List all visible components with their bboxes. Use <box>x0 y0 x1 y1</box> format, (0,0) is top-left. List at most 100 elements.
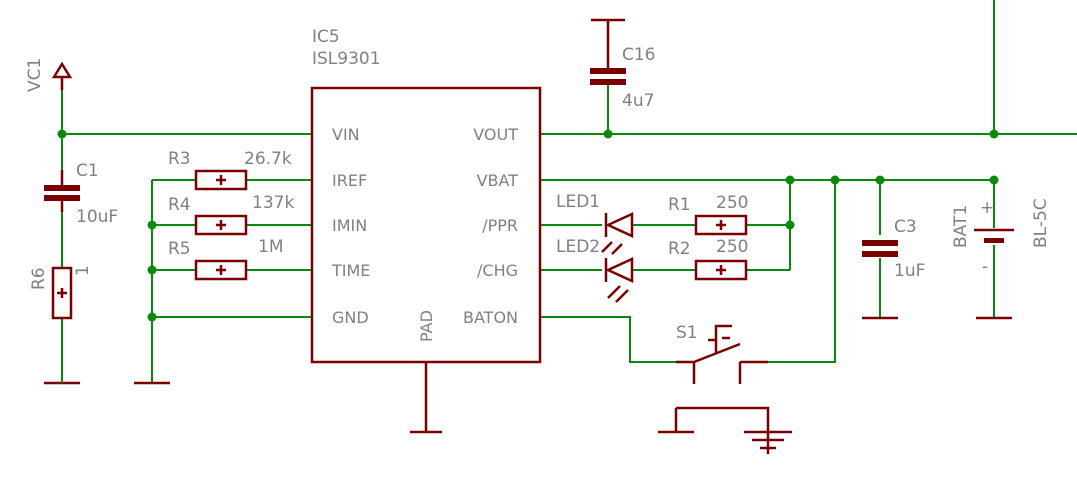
r4-body <box>194 214 248 236</box>
bat1-plus: + <box>980 198 994 218</box>
r3-body <box>194 169 248 191</box>
c1-plate-bottom <box>44 195 80 201</box>
pin-imin: IMIN <box>332 216 367 235</box>
r2-plus-mark <box>716 265 726 275</box>
pin-chg: /CHG <box>477 261 518 280</box>
supply-arrow-icon <box>51 61 73 79</box>
r6-value: 1 <box>73 265 93 276</box>
r3-value: 26.7k <box>244 149 292 169</box>
c16: C16 4u7 <box>590 18 656 111</box>
pin-vin: VIN <box>332 125 360 144</box>
pin-iref: IREF <box>332 171 367 190</box>
s1: S1 <box>658 323 792 454</box>
r4-value: 137k <box>252 193 294 213</box>
bat1: + - BAT1 BL-5C <box>951 198 1051 320</box>
pin-pad: PAD <box>417 310 436 342</box>
s1-lower-frame <box>674 406 770 432</box>
r6-plus-mark <box>57 288 67 298</box>
c16-plate-bottom <box>590 79 626 85</box>
r4-plus-mark <box>216 220 226 230</box>
c1-plate-top <box>44 185 80 191</box>
r1-ref: R1 <box>668 195 691 215</box>
r3-ref: R3 <box>168 149 191 169</box>
r1-value: 250 <box>716 193 748 213</box>
c1-value: 10uF <box>76 207 118 227</box>
led1-ref: LED1 <box>556 192 600 212</box>
led2-ref: LED2 <box>556 237 600 257</box>
bat1-minus: - <box>982 257 988 277</box>
led2-emit-arrows-icon <box>607 285 629 303</box>
wires <box>61 0 1077 372</box>
junction-dot <box>147 220 157 230</box>
pin-vbat: VBAT <box>477 171 519 190</box>
r1-body <box>694 214 748 236</box>
c3-plate-bottom <box>862 251 898 257</box>
c1-ref: C1 <box>76 161 99 181</box>
c3-value: 1uF <box>894 261 925 281</box>
c16-top-lead <box>591 18 625 68</box>
r1-plus-mark <box>716 220 726 230</box>
r2-value: 250 <box>716 237 748 257</box>
r3: R3 26.7k <box>168 149 292 191</box>
led2: LED2 <box>556 237 634 303</box>
wire-switch-right <box>768 180 836 363</box>
wire-vin <box>61 80 312 135</box>
c16-ref: C16 <box>622 45 656 65</box>
s1-ref: S1 <box>676 323 698 343</box>
wire-baton <box>540 316 676 363</box>
pin-vout: VOUT <box>473 125 518 144</box>
s1-ground-icon <box>744 430 792 454</box>
r4: R4 137k <box>168 193 294 236</box>
s1-legs <box>692 362 742 384</box>
c16-plate-top <box>590 68 626 74</box>
pin-baton: BATON <box>463 308 518 327</box>
r6-ref: R6 <box>29 267 49 290</box>
bat1-plate-short <box>984 238 1004 243</box>
led1-triangle <box>604 212 634 238</box>
pin-gnd: GND <box>332 308 369 327</box>
r6: R6 1 <box>29 265 93 385</box>
pin-ppr: /PPR <box>482 216 518 235</box>
r5-body <box>194 259 248 281</box>
r5-ref: R5 <box>168 239 191 259</box>
junction-dot <box>785 175 795 185</box>
junction-dot <box>875 175 885 185</box>
c16-value: 4u7 <box>622 91 654 111</box>
bat1-value: BL-5C <box>1031 198 1051 248</box>
r2-ref: R2 <box>668 239 691 259</box>
c3: C3 1uF <box>862 217 925 320</box>
junction-dot <box>603 129 613 139</box>
r5: R5 1M <box>168 237 283 281</box>
r5-value: 1M <box>258 237 283 257</box>
c3-plate-top <box>862 240 898 246</box>
junction-dot <box>57 129 67 139</box>
vc1-label: VC1 <box>25 58 45 92</box>
led1: LED1 <box>556 192 634 238</box>
ic-value: ISL9301 <box>312 49 381 69</box>
r4-ref: R4 <box>168 195 191 215</box>
r5-plus-mark <box>216 265 226 275</box>
bat1-ref: BAT1 <box>951 205 971 248</box>
c1: C1 10uF <box>44 161 118 227</box>
junction-dot <box>785 220 795 230</box>
s1-contacts <box>676 342 768 364</box>
junction-dot <box>147 265 157 275</box>
s1-actuator-icon <box>708 324 732 353</box>
r3-plus-mark <box>216 175 226 185</box>
ic-pad-ground <box>410 362 442 434</box>
c3-ref: C3 <box>894 217 917 237</box>
ic5: IC5 ISL9301 VIN IREF IMIN TIME GND VOUT … <box>310 27 542 434</box>
r1: R1 250 <box>668 193 748 236</box>
junction-dot <box>989 129 999 139</box>
led2-triangle <box>604 257 634 283</box>
r2: R2 250 <box>668 237 748 281</box>
r2-body <box>694 259 748 281</box>
ic-ref: IC5 <box>312 27 340 47</box>
vc1-supply: VC1 <box>25 58 73 92</box>
junction-dot <box>989 175 999 185</box>
r6-body <box>51 266 73 320</box>
led1-emit-arrows-icon <box>601 241 623 255</box>
junctions <box>57 129 999 322</box>
junction-dot <box>147 312 157 322</box>
